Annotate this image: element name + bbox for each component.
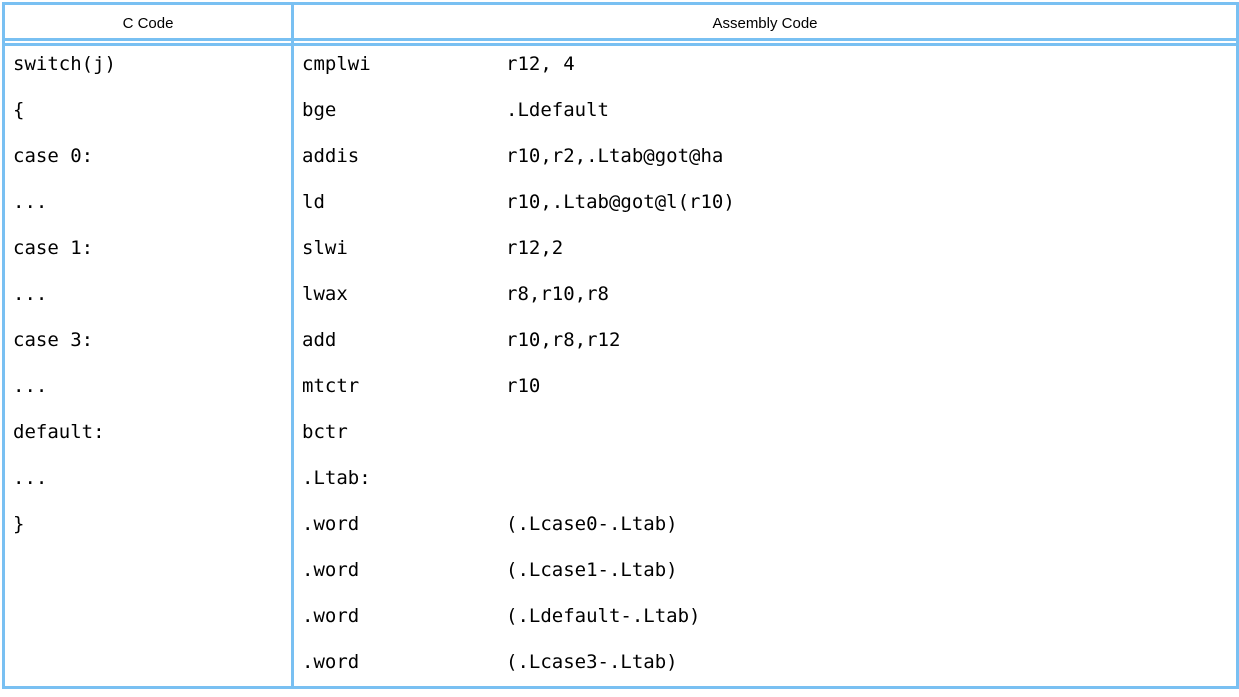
table-row: .word (.Lcase1-.Ltab) (5, 547, 1236, 594)
table-row: case 0: addis r10,r2,.Ltab@got@ha (5, 133, 1236, 180)
c-code-text: { (13, 98, 25, 121)
assembly-line: addis r10,r2,.Ltab@got@ha (302, 144, 1236, 167)
cell-assembly-code: lwax r8,r10,r8 (294, 271, 1236, 318)
assembly-mnemonic: slwi (302, 236, 348, 259)
table-body: switch(j) cmplwi r12, 4 { bge .Ldefault case 0… (5, 41, 1236, 686)
assembly-line: slwi r12,2 (302, 236, 1236, 259)
cell-assembly-code: bctr (294, 409, 1236, 456)
cell-c-code (5, 593, 294, 640)
table-row: ... ld r10,.Ltab@got@l(r10) (5, 179, 1236, 226)
assembly-line: bctr (302, 423, 1236, 442)
cell-c-code: switch(j) (5, 41, 294, 88)
cell-assembly-code: ld r10,.Ltab@got@l(r10) (294, 179, 1236, 226)
cell-assembly-code: .word (.Lcase1-.Ltab) (294, 547, 1236, 594)
table-row: ... .Ltab: (5, 455, 1236, 502)
column-header-assembly-code: Assembly Code (294, 5, 1236, 46)
cell-assembly-code: addis r10,r2,.Ltab@got@ha (294, 133, 1236, 180)
cell-c-code: { (5, 87, 294, 134)
cell-assembly-code: mtctr r10 (294, 363, 1236, 410)
assembly-line: lwax r8,r10,r8 (302, 282, 1236, 305)
assembly-mnemonic: .Ltab: (302, 467, 371, 490)
assembly-line: .word (.Ldefault-.Ltab) (302, 607, 1236, 626)
c-code-text: ... (13, 467, 48, 490)
cell-assembly-code: .word (.Lcase3-.Ltab) (294, 639, 1236, 686)
assembly-operand: (.Lcase3-.Ltab) (506, 651, 678, 674)
assembly-line: cmplwi r12, 4 (302, 52, 1236, 75)
cell-c-code: case 0: (5, 133, 294, 180)
assembly-line: .Ltab: (302, 469, 1236, 488)
assembly-mnemonic: mtctr (302, 374, 360, 397)
assembly-operand: (.Lcase0-.Ltab) (506, 513, 678, 536)
c-code-text: case 3: (13, 328, 94, 351)
assembly-line: mtctr r10 (302, 374, 1236, 397)
cell-assembly-code: cmplwi r12, 4 (294, 41, 1236, 88)
assembly-line: .word (.Lcase1-.Ltab) (302, 561, 1236, 580)
assembly-operand: r10,r8,r12 (506, 328, 621, 351)
cell-c-code (5, 547, 294, 594)
assembly-operand: r12,2 (506, 236, 564, 259)
cell-c-code: ... (5, 363, 294, 410)
assembly-mnemonic: addis (302, 144, 360, 167)
assembly-operand: r10,.Ltab@got@l(r10) (506, 190, 735, 213)
assembly-mnemonic: .word (302, 651, 360, 674)
table-row: ... mtctr r10 (5, 363, 1236, 410)
table-header: C Code Assembly Code (5, 5, 1236, 46)
c-code-text: ... (13, 190, 48, 213)
c-code-text: switch(j) (13, 52, 116, 75)
table-row: .word (.Lcase3-.Ltab) (5, 639, 1236, 686)
table-row: } .word (.Lcase0-.Ltab) (5, 501, 1236, 548)
cell-assembly-code: slwi r12,2 (294, 225, 1236, 272)
column-header-c-code: C Code (5, 5, 294, 46)
cell-c-code: ... (5, 179, 294, 226)
assembly-operand: (.Lcase1-.Ltab) (506, 559, 678, 582)
assembly-mnemonic: cmplwi (302, 52, 371, 75)
assembly-operand: r10,r2,.Ltab@got@ha (506, 144, 724, 167)
table-row: .word (.Ldefault-.Ltab) (5, 593, 1236, 640)
assembly-operand: (.Ldefault-.Ltab) (506, 605, 701, 628)
cell-c-code: case 3: (5, 317, 294, 364)
table-row: ... lwax r8,r10,r8 (5, 271, 1236, 318)
cell-assembly-code: .word (.Lcase0-.Ltab) (294, 501, 1236, 548)
assembly-operand: r10 (506, 374, 541, 397)
table-row: case 3: add r10,r8,r12 (5, 317, 1236, 364)
assembly-operand: r12, 4 (506, 52, 575, 75)
assembly-operand: r8,r10,r8 (506, 282, 609, 305)
c-code-text: default: (13, 421, 105, 444)
table-header-row: C Code Assembly Code (5, 5, 1236, 46)
cell-c-code: case 1: (5, 225, 294, 272)
cell-c-code (5, 639, 294, 686)
assembly-line: .word (.Lcase3-.Ltab) (302, 653, 1236, 672)
c-code-text: ... (13, 282, 48, 305)
c-code-text: case 0: (13, 144, 94, 167)
assembly-operand: .Ldefault (506, 98, 609, 121)
assembly-mnemonic: lwax (302, 282, 348, 305)
c-code-text: ... (13, 374, 48, 397)
cell-c-code: } (5, 501, 294, 548)
cell-assembly-code: .word (.Ldefault-.Ltab) (294, 593, 1236, 640)
table-row: default: bctr (5, 409, 1236, 456)
assembly-mnemonic: .word (302, 513, 360, 536)
assembly-line: add r10,r8,r12 (302, 328, 1236, 351)
assembly-mnemonic: add (302, 328, 337, 351)
cell-c-code: default: (5, 409, 294, 456)
cell-assembly-code: bge .Ldefault (294, 87, 1236, 134)
assembly-mnemonic: .word (302, 559, 360, 582)
assembly-mnemonic: bctr (302, 421, 348, 444)
assembly-mnemonic: ld (302, 190, 325, 213)
table-row: case 1: slwi r12,2 (5, 225, 1236, 272)
assembly-mnemonic: bge (302, 98, 337, 121)
c-code-text: case 1: (13, 236, 94, 259)
c-code-text: } (13, 513, 25, 536)
table-row: switch(j) cmplwi r12, 4 (5, 41, 1236, 88)
assembly-line: bge .Ldefault (302, 98, 1236, 121)
assembly-line: ld r10,.Ltab@got@l(r10) (302, 190, 1236, 213)
cell-c-code: ... (5, 271, 294, 318)
table-row: { bge .Ldefault (5, 87, 1236, 134)
cell-c-code: ... (5, 455, 294, 502)
assembly-mnemonic: .word (302, 605, 360, 628)
cell-assembly-code: .Ltab: (294, 455, 1236, 502)
assembly-line: .word (.Lcase0-.Ltab) (302, 515, 1236, 534)
cell-assembly-code: add r10,r8,r12 (294, 317, 1236, 364)
